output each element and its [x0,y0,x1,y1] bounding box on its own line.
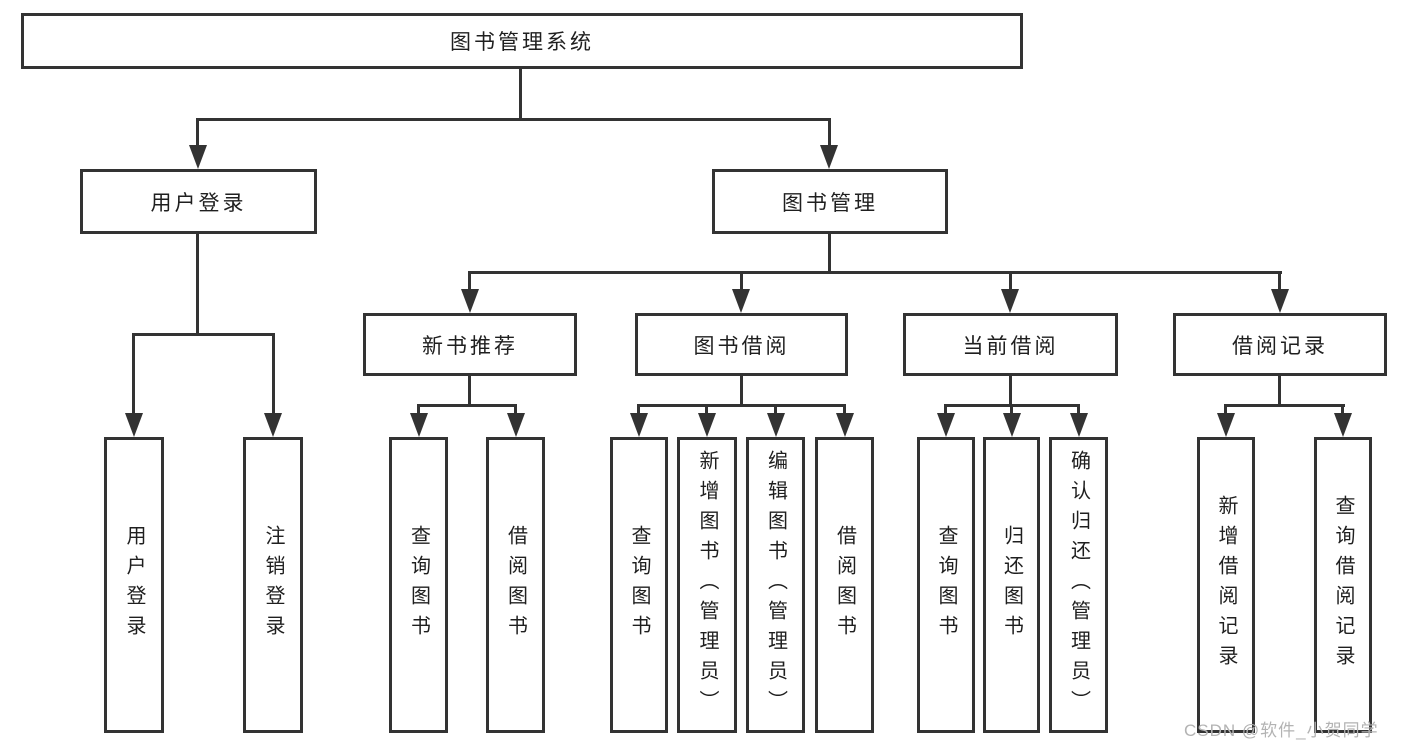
arrow-down-icon [189,145,207,169]
connector-line [1009,271,1012,293]
arrow-down-icon [1334,413,1352,437]
connector-line [468,271,1282,274]
node-current-borrowing: 当前借阅 [903,313,1118,376]
leaf-borrow-books-recommend: 借阅图书 [486,437,545,733]
connector-line [132,333,135,415]
connector-line [1010,404,1013,418]
connector-line [740,374,743,407]
connector-line [196,118,199,150]
connector-line [519,66,522,121]
arrow-down-icon [767,413,785,437]
connector-line [774,404,777,418]
connector-line [132,333,275,336]
arrow-down-icon [1003,413,1021,437]
connector-line [468,374,471,407]
arrow-down-icon [264,413,282,437]
connector-line [637,404,846,407]
leaf-borrow-books-borrowing: 借阅图书 [815,437,874,733]
node-borrowing-records: 借阅记录 [1173,313,1387,376]
connector-line [196,233,199,336]
connector-line [944,404,947,418]
connector-line [272,333,275,415]
arrow-down-icon [410,413,428,437]
connector-line [1341,404,1344,418]
leaf-query-books-recommend: 查询图书 [389,437,448,733]
leaf-logout-login: 注销登录 [243,437,303,733]
connector-line [1224,404,1227,418]
arrow-down-icon [1070,413,1088,437]
arrow-down-icon [507,413,525,437]
connector-line [1009,374,1012,407]
connector-line [740,271,743,293]
leaf-edit-books-admin: 编辑图书（管理员） [746,437,805,733]
connector-line [637,404,640,418]
connector-line [417,404,420,418]
arrow-down-icon [836,413,854,437]
connector-line [514,404,517,418]
arrow-down-icon [1001,289,1019,313]
arrow-down-icon [820,145,838,169]
arrow-down-icon [732,289,750,313]
connector-line [705,404,708,418]
leaf-user-login: 用户登录 [104,437,164,733]
arrow-down-icon [630,413,648,437]
leaf-query-borrow-record: 查询借阅记录 [1314,437,1372,733]
arrow-down-icon [461,289,479,313]
leaf-query-books-borrowing: 查询图书 [610,437,668,733]
connector-line [1077,404,1080,418]
connector-line [1278,374,1281,407]
node-book-management: 图书管理 [712,169,948,234]
node-user-login: 用户登录 [80,169,317,234]
connector-line [196,118,831,121]
leaf-add-books-admin: 新增图书（管理员） [677,437,737,733]
leaf-query-books-current: 查询图书 [917,437,975,733]
arrow-down-icon [937,413,955,437]
leaf-add-borrow-record: 新增借阅记录 [1197,437,1255,733]
watermark: CSDN @软件_小贺同学 [1184,721,1379,740]
arrow-down-icon [1217,413,1235,437]
connector-line [843,404,846,418]
connector-line [828,232,831,274]
connector-line [1224,404,1345,407]
leaf-return-books: 归还图书 [983,437,1040,733]
connector-line [1278,271,1281,293]
arrow-down-icon [698,413,716,437]
arrow-down-icon [1271,289,1289,313]
connector-line [417,404,517,407]
arrow-down-icon [125,413,143,437]
leaf-confirm-return-admin: 确认归还（管理员） [1049,437,1108,733]
connector-line [828,118,831,150]
node-book-borrowing: 图书借阅 [635,313,848,376]
node-new-book-recommendation: 新书推荐 [363,313,577,376]
node-library-management-system: 图书管理系统 [21,13,1023,69]
connector-line [468,271,471,293]
